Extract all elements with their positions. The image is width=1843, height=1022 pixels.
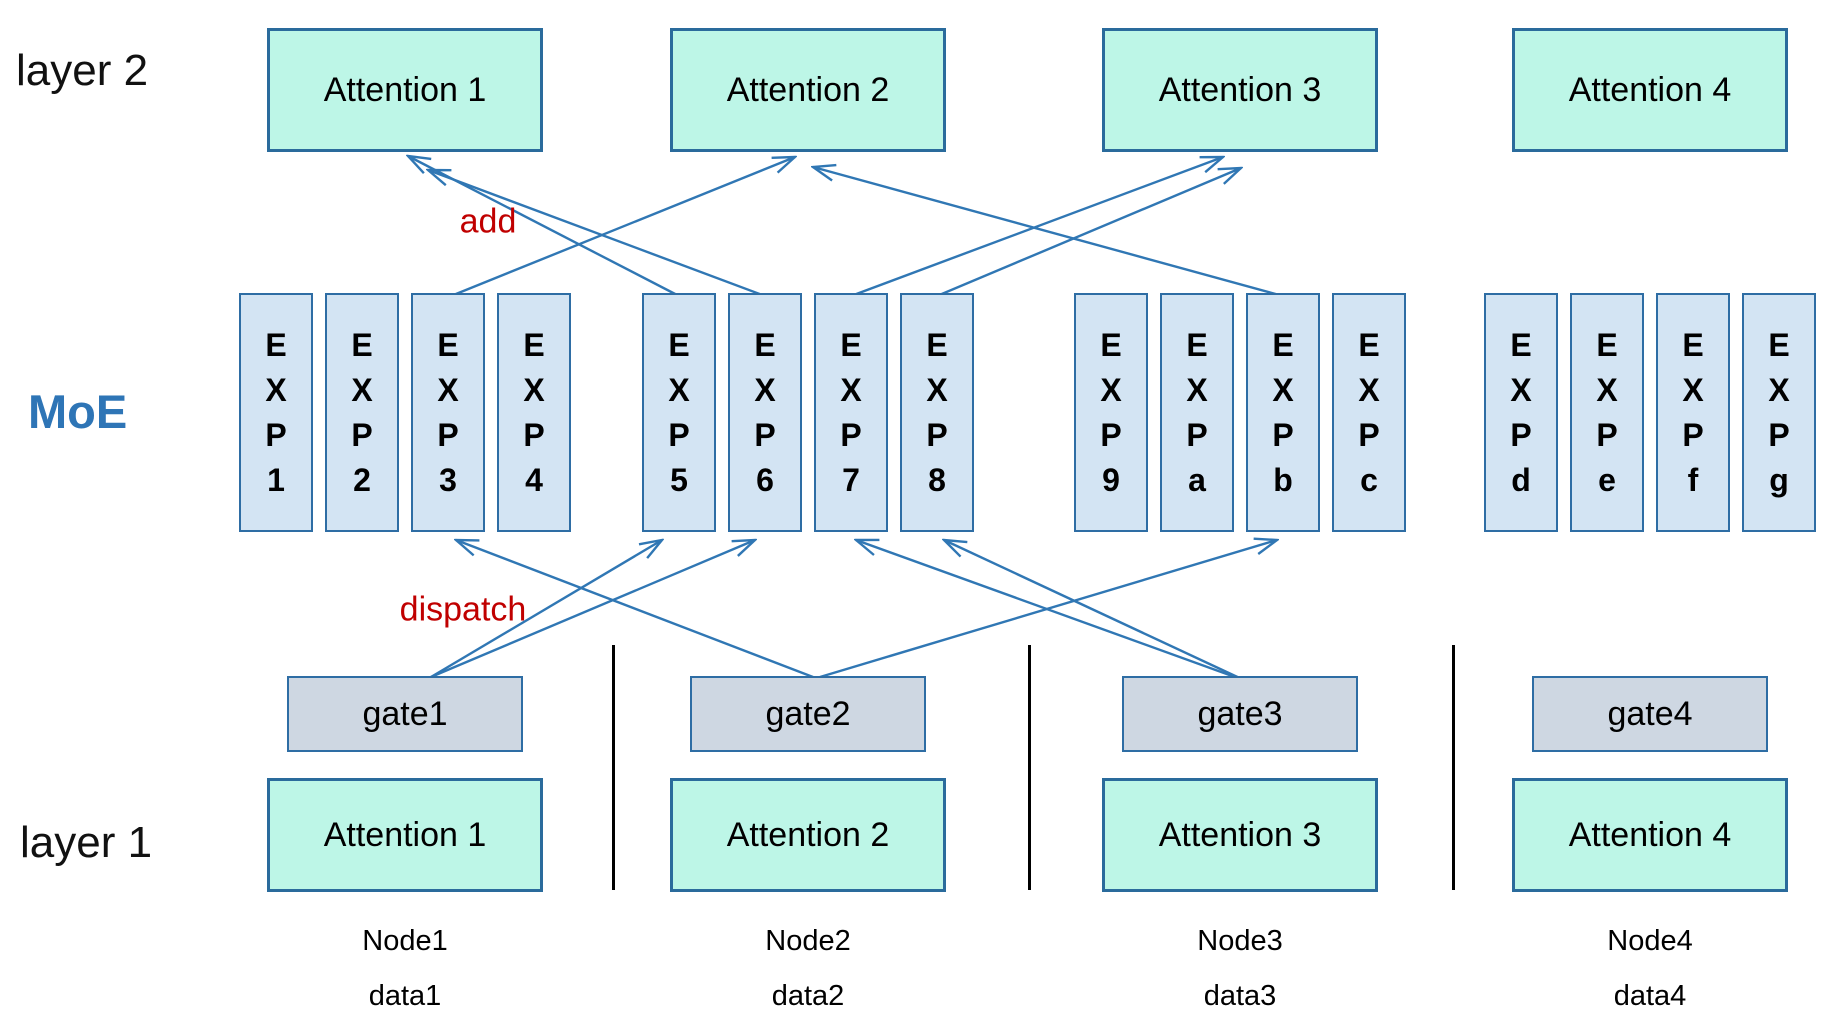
expert-id: f bbox=[1687, 461, 1699, 498]
expert-id: e bbox=[1598, 461, 1616, 498]
node-divider-3 bbox=[1452, 645, 1455, 890]
gate-3: gate3 bbox=[1122, 676, 1358, 752]
arrow-EXPb-to-Attention2 bbox=[813, 167, 1284, 298]
layer1-attention-2: Attention 2 bbox=[670, 778, 946, 892]
expert-id: 5 bbox=[670, 461, 688, 498]
layer2-attention-4: Attention 4 bbox=[1512, 28, 1788, 152]
gate-4: gate4 bbox=[1532, 676, 1768, 752]
expert-id: b bbox=[1273, 461, 1293, 498]
gate-2: gate2 bbox=[690, 676, 926, 752]
moe-label: MoE bbox=[28, 385, 128, 438]
data-label-3: data3 bbox=[1203, 980, 1277, 1012]
node-divider-1 bbox=[612, 645, 615, 890]
layer2-label: layer 2 bbox=[16, 46, 149, 95]
expert-id: 6 bbox=[756, 461, 774, 498]
expert-id: 4 bbox=[525, 461, 543, 498]
expert-id: g bbox=[1769, 461, 1789, 498]
expert-id: c bbox=[1360, 461, 1378, 498]
node-label-2: Node2 bbox=[765, 925, 851, 957]
expert-id: 3 bbox=[439, 461, 457, 498]
node-label-1: Node1 bbox=[362, 925, 448, 957]
expert-id: 2 bbox=[353, 461, 371, 498]
arrow-EXP5-to-Attention1 bbox=[408, 156, 680, 298]
node-divider-2 bbox=[1028, 645, 1031, 890]
arrow-EXP8-to-Attention3 bbox=[936, 168, 1241, 298]
expert-id: 9 bbox=[1102, 461, 1120, 498]
data-label-1: data1 bbox=[368, 980, 442, 1012]
layer1-attention-3: Attention 3 bbox=[1102, 778, 1378, 892]
node-label-4: Node4 bbox=[1607, 925, 1693, 957]
arrow-gate3-to-EXP8 bbox=[944, 540, 1247, 683]
data-label-4: data4 bbox=[1613, 980, 1687, 1012]
layer1-attention-1: Attention 1 bbox=[267, 778, 543, 892]
arrow-EXP7-to-Attention3 bbox=[850, 157, 1223, 298]
expert-id: 1 bbox=[267, 461, 285, 498]
gate-1: gate1 bbox=[287, 676, 523, 752]
layer1-label: layer 1 bbox=[20, 818, 153, 867]
arrow-gate3-to-EXP7 bbox=[856, 540, 1247, 683]
layer1-attention-4: Attention 4 bbox=[1512, 778, 1788, 892]
dispatch-label: dispatch bbox=[399, 590, 527, 629]
expert-id: a bbox=[1188, 461, 1206, 498]
expert-id: 7 bbox=[842, 461, 860, 498]
layer2-attention-3: Attention 3 bbox=[1102, 28, 1378, 152]
expert-id: 8 bbox=[928, 461, 946, 498]
layer2-attention-1: Attention 1 bbox=[267, 28, 543, 152]
node-label-3: Node3 bbox=[1197, 925, 1283, 957]
layer2-attention-2: Attention 2 bbox=[670, 28, 946, 152]
expert-id: d bbox=[1511, 461, 1531, 498]
data-label-2: data2 bbox=[771, 980, 845, 1012]
add-label: add bbox=[459, 202, 517, 241]
arrow-gate2-to-EXPb bbox=[819, 540, 1277, 679]
